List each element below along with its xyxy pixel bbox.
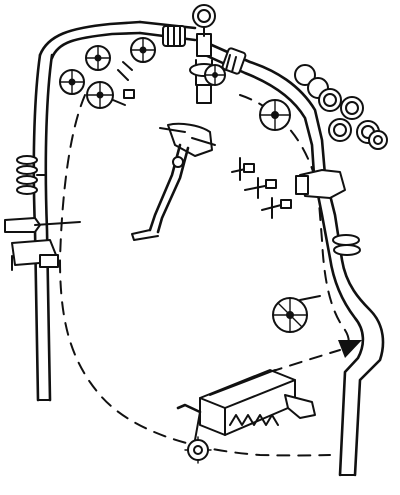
- handwheel-valve: [86, 81, 126, 109]
- valve-stems: [117, 61, 133, 81]
- handwheel-valve: [59, 69, 85, 95]
- handwheel-valve: [204, 64, 226, 86]
- firebox-door-mechanism: [176, 369, 316, 464]
- top-gauge: [192, 4, 216, 37]
- gauge-fitting: [231, 157, 255, 181]
- right-pipe: [295, 169, 385, 477]
- handwheel-valve: [130, 37, 156, 63]
- top-pipe-manifold: [138, 20, 327, 177]
- small-fitting: [123, 89, 135, 99]
- gauge-fitting: [244, 177, 277, 199]
- direction-arrow: [269, 340, 362, 373]
- outline-boundary: [59, 94, 331, 457]
- outline-boundary-right: [239, 94, 350, 353]
- handwheel-valve: [259, 99, 291, 131]
- handwheel-valve: [85, 45, 111, 71]
- gauge-cluster: [294, 64, 388, 150]
- throttle-lever: [131, 122, 216, 241]
- left-pipe: [4, 20, 142, 402]
- gauge-fitting: [261, 197, 292, 219]
- center-handwheel: [272, 295, 321, 333]
